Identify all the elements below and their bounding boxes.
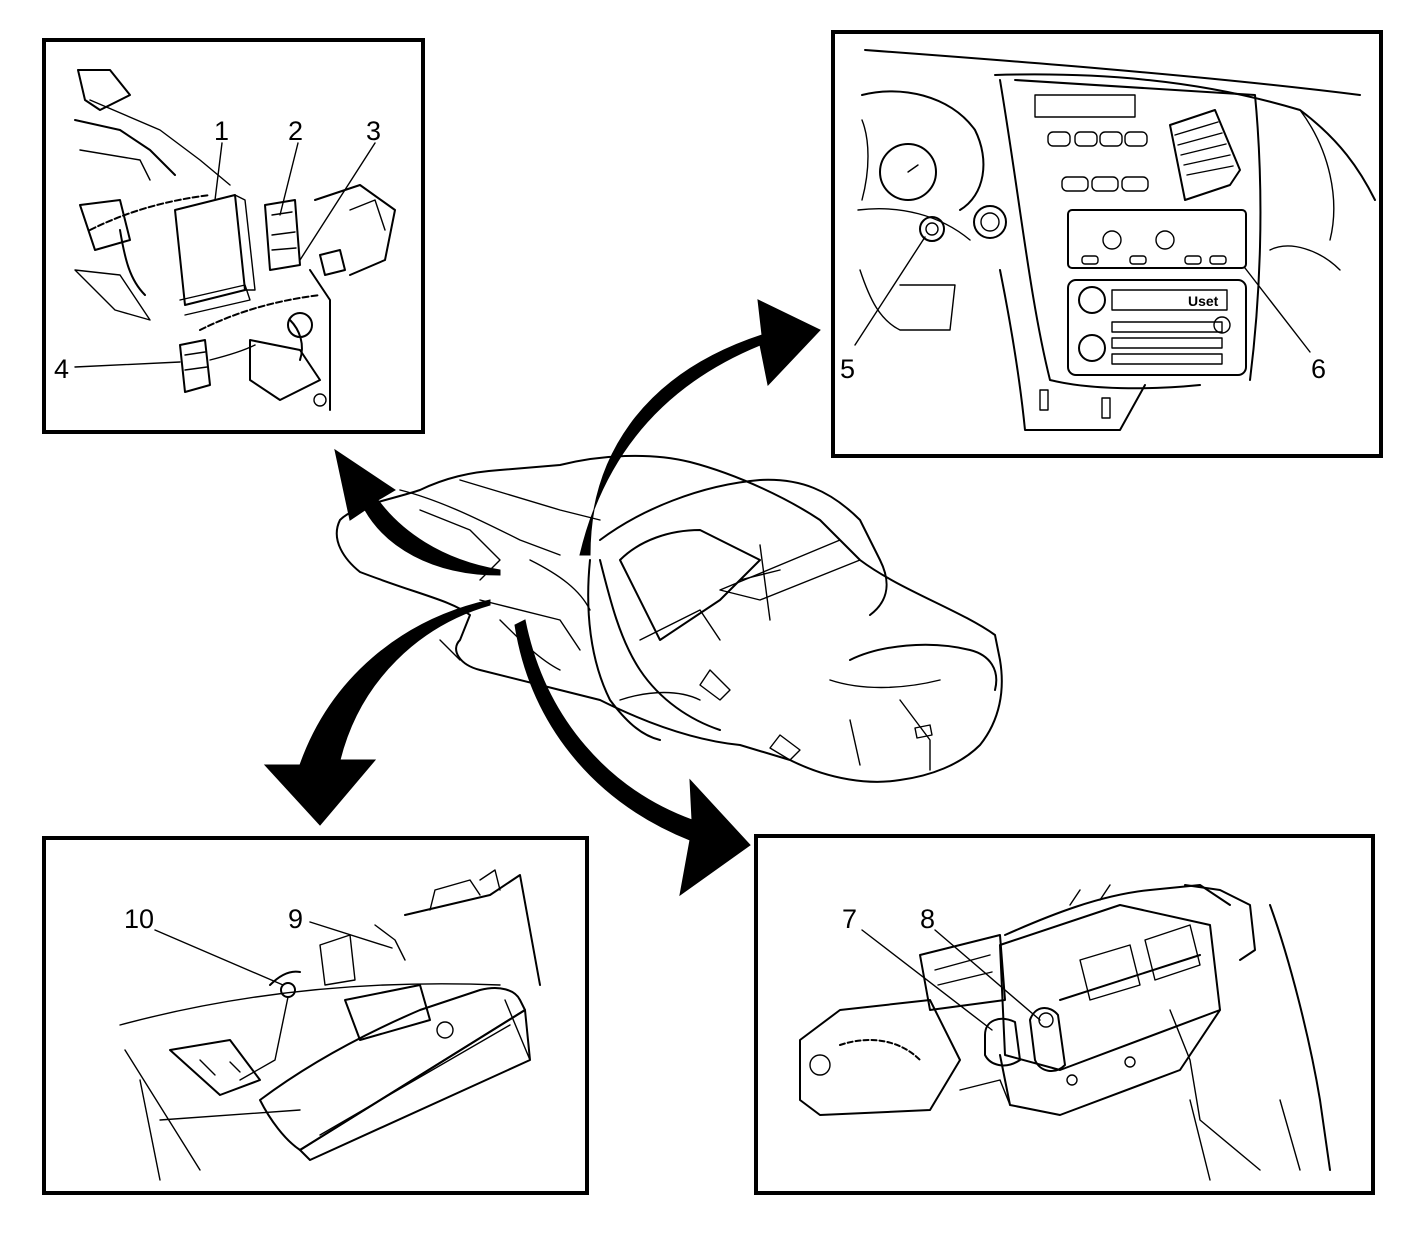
pointer-arrows — [263, 299, 821, 897]
module-assembly-drawing — [74, 69, 396, 411]
relay-2 — [264, 199, 301, 271]
actuator-8 — [1029, 1007, 1066, 1072]
hvac-module-drawing — [799, 884, 1331, 1181]
panel-bottom-right: 7 8 — [754, 834, 1375, 1195]
leader-4 — [74, 361, 181, 368]
callout-9: 9 — [288, 904, 303, 934]
panel-top-right: Uset 5 6 — [831, 30, 1383, 458]
floor-duct-drawing — [119, 869, 541, 1181]
sensor-10 — [269, 970, 301, 986]
panel-bottom-left: 9 10 — [42, 836, 589, 1195]
arrow-bottom-right — [514, 619, 751, 897]
leader-2 — [279, 142, 299, 216]
callout-1: 1 — [214, 116, 229, 146]
leader-8 — [934, 929, 1041, 1021]
callout-5: 5 — [840, 354, 855, 384]
arrow-top-left — [334, 448, 501, 576]
actuator-7 — [984, 1017, 1021, 1067]
leader-7 — [861, 929, 993, 1031]
leader-1 — [214, 142, 223, 201]
callout-8: 8 — [920, 904, 935, 934]
callout-4: 4 — [54, 354, 69, 384]
callout-6: 6 — [1311, 354, 1326, 384]
leader-10 — [154, 929, 284, 986]
panel-top-left: 1 2 3 4 — [42, 38, 425, 434]
leader-6 — [1244, 267, 1311, 353]
leader-9 — [309, 921, 393, 949]
callout-2: 2 — [288, 116, 303, 146]
hvac-control-6 — [1067, 209, 1247, 269]
leader-5 — [854, 236, 926, 346]
instrument-panel-drawing: Uset — [857, 49, 1376, 431]
arrow-bottom-left — [263, 599, 491, 826]
connector-4 — [179, 339, 211, 393]
leader-3 — [299, 142, 376, 261]
arrow-top-right — [579, 299, 821, 556]
callout-3: 3 — [366, 116, 381, 146]
callout-10: 10 — [124, 904, 154, 934]
switch-5 — [919, 216, 945, 242]
callout-7: 7 — [842, 904, 857, 934]
radio-display-text: Uset — [1188, 293, 1219, 309]
